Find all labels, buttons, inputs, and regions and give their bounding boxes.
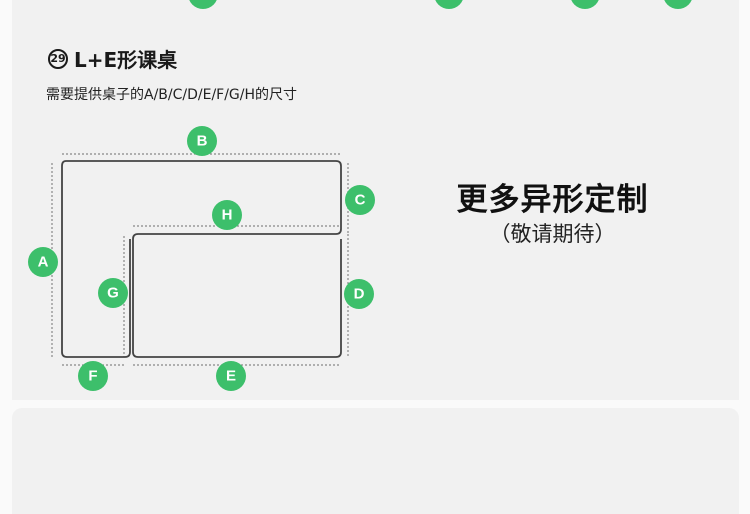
svg-text:B: B xyxy=(197,133,208,150)
svg-text:E: E xyxy=(226,368,236,385)
dimension-lines xyxy=(51,153,349,366)
label-F: F xyxy=(78,361,108,391)
section-number: 29 xyxy=(48,48,68,69)
svg-text:D: D xyxy=(354,286,365,303)
partial-marker xyxy=(571,0,599,9)
partial-marker xyxy=(435,0,463,9)
label-D: D xyxy=(344,279,374,309)
label-A: A xyxy=(28,247,58,277)
section-subtitle: 需要提供桌子的A/B/C/D/E/F/G/H的尺寸 xyxy=(46,87,298,103)
label-C: C xyxy=(345,185,375,215)
svg-text:C: C xyxy=(355,192,366,209)
custom-heading: 更多异形定制 xyxy=(456,182,649,218)
svg-text:H: H xyxy=(222,207,233,224)
svg-text:A: A xyxy=(38,254,49,271)
partial-marker xyxy=(664,0,692,9)
section-title-text: L+E形课桌 xyxy=(74,48,178,72)
desk-outline xyxy=(61,160,342,358)
label-B: B xyxy=(187,126,217,156)
svg-text:G: G xyxy=(107,285,119,302)
label-E: E xyxy=(216,361,246,391)
section-title: 29 L+E形课桌 xyxy=(48,44,177,73)
next-panel xyxy=(12,408,739,514)
custom-note: （敬请期待） xyxy=(489,222,616,246)
label-H: H xyxy=(212,200,242,230)
label-G: G xyxy=(98,278,128,308)
partial-marker xyxy=(189,0,217,9)
svg-text:F: F xyxy=(88,368,97,385)
